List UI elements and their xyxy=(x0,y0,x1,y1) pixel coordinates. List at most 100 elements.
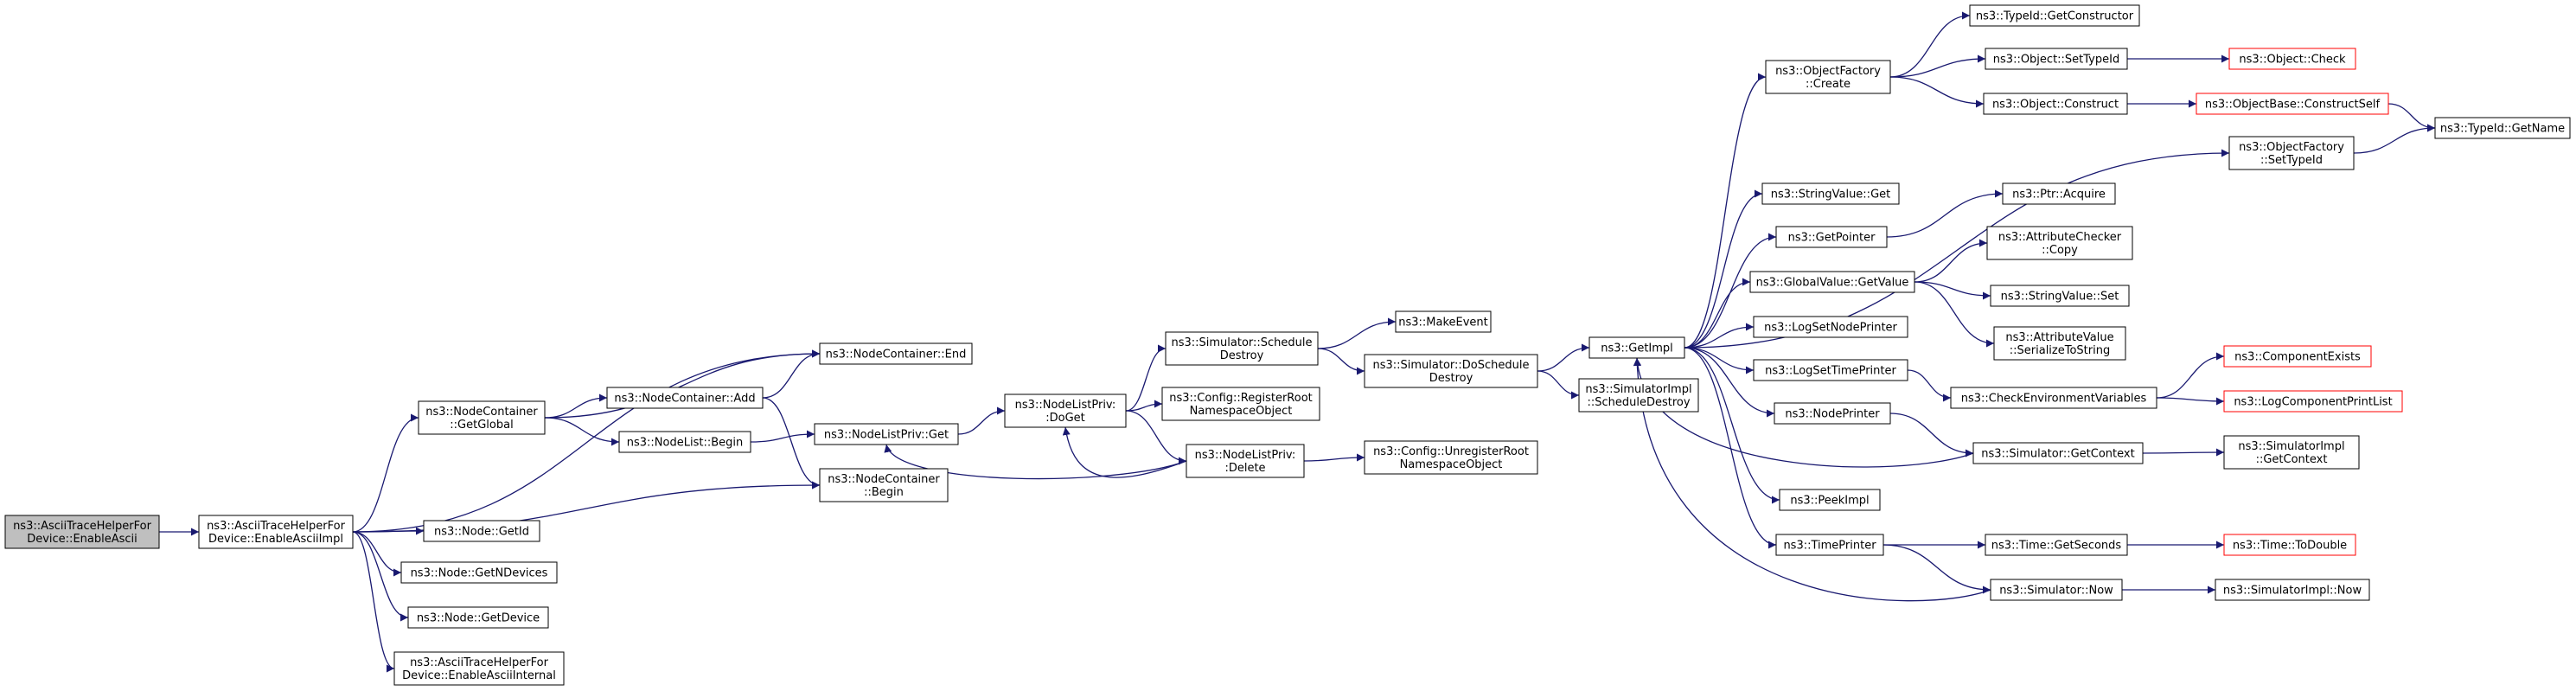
node-root: ns3::AsciiTraceHelperForDevice::EnableAs… xyxy=(4,515,160,549)
edge-getimpl-to-gv-getvalue xyxy=(1684,278,1751,349)
edge-path xyxy=(762,349,821,399)
edge-getimpl-to-log-set-node-printer xyxy=(1684,323,1755,349)
node-nl-begin[interactable]: ns3::NodeList::Begin xyxy=(618,431,751,453)
edge-path xyxy=(762,397,821,489)
node-make-event[interactable]: ns3::MakeEvent xyxy=(1395,310,1492,333)
edge-path xyxy=(544,417,620,446)
node-label: ::SerializeToString xyxy=(2010,344,2110,357)
node-simimpl-schedule-destroy[interactable]: ns3::SimulatorImpl::ScheduleDestroy xyxy=(1578,378,1699,413)
node-label: ns3::Simulator::Now xyxy=(1999,585,2113,598)
node-attr-checker-copy[interactable]: ns3::AttributeChecker::Copy xyxy=(1986,226,2133,260)
edge-path xyxy=(1684,323,1755,349)
node-node-getdevice[interactable]: ns3::Node::GetDevice xyxy=(407,606,549,629)
edge-nlp-delete-to-nlp-get xyxy=(884,444,1187,480)
node-obj-settypeid[interactable]: ns3::Object::SetTypeId xyxy=(1985,48,2128,70)
node-box xyxy=(1588,336,1685,359)
node-typeid-getctor[interactable]: ns3::TypeId::GetConstructor xyxy=(1969,4,2140,27)
node-label: ns3::Node::GetDevice xyxy=(417,612,540,625)
node-simimpl-getcontext[interactable]: ns3::SimulatorImpl::GetContext xyxy=(2223,435,2360,470)
node-node-printer[interactable]: ns3::NodePrinter xyxy=(1774,402,1891,425)
node-typeid-getname[interactable]: ns3::TypeId::GetName xyxy=(2434,117,2571,139)
edge-nc-getglobal-to-nc-add xyxy=(544,393,608,419)
node-nc-getglobal[interactable]: ns3::NodeContainer::GetGlobal xyxy=(418,400,546,435)
node-box xyxy=(1578,378,1699,413)
node-node-getndevices[interactable]: ns3::Node::GetNDevices xyxy=(400,561,558,584)
edge-path xyxy=(352,481,821,533)
node-box xyxy=(1950,387,2157,409)
node-peekimpl[interactable]: ns3::PeekImpl xyxy=(1779,489,1881,511)
node-box xyxy=(2223,345,2372,368)
node-nlp-get[interactable]: ns3::NodeListPriv::Get xyxy=(814,423,959,445)
edge-path xyxy=(1889,76,1985,108)
edge-path xyxy=(1125,344,1167,412)
node-time-todouble[interactable]: ns3::Time::ToDouble xyxy=(2223,534,2356,556)
node-config-unregister[interactable]: ns3::Config::UnregisterRootNamespaceObje… xyxy=(1364,440,1538,475)
node-node-getid[interactable]: ns3::Node::GetId xyxy=(423,520,540,542)
node-simimpl-now[interactable]: ns3::SimulatorImpl::Now xyxy=(2215,579,2370,601)
node-box xyxy=(618,431,751,453)
node-log-set-node-printer[interactable]: ns3::LogSetNodePrinter xyxy=(1753,316,1908,338)
node-sim-now[interactable]: ns3::Simulator::Now xyxy=(1990,579,2123,601)
edge-path xyxy=(884,444,1187,480)
node-label: ns3::CheckEnvironmentVariables xyxy=(1961,393,2147,406)
node-stringvalue-set[interactable]: ns3::StringValue::Set xyxy=(1990,285,2130,307)
node-check-env[interactable]: ns3::CheckEnvironmentVariables xyxy=(1950,387,2157,409)
edge-gv-getvalue-to-stringvalue-set xyxy=(1914,281,1991,300)
node-getpointer[interactable]: ns3::GetPointer xyxy=(1775,226,1888,248)
node-nc-begin[interactable]: ns3::NodeContainer::Begin xyxy=(819,468,949,502)
node-objbase-construct-self[interactable]: ns3::ObjectBase::ConstructSelf xyxy=(2196,93,2389,115)
edge-sim-schedule-destroy-to-make-event xyxy=(1317,317,1397,349)
node-log-component-print-list[interactable]: ns3::LogComponentPrintList xyxy=(2223,390,2403,413)
edge-path xyxy=(1914,281,1991,300)
node-box xyxy=(1753,359,1908,381)
edge-time-printer-to-sim-now xyxy=(1882,544,1991,594)
edge-path xyxy=(1125,410,1187,465)
edge-check-env-to-component-exists xyxy=(2156,352,2225,399)
node-box xyxy=(1779,489,1881,511)
edge-sim-do-schedule-destroy-to-simimpl-schedule-destroy xyxy=(1537,370,1580,400)
node-box xyxy=(1161,387,1320,421)
node-label: ns3::NodeList::Begin xyxy=(627,437,743,450)
node-box xyxy=(2223,534,2356,556)
node-nlp-delete[interactable]: ns3::NodeListPriv::Delete xyxy=(1186,444,1305,478)
node-label: Device::EnableAsciiImpl xyxy=(208,533,343,546)
node-label: ns3::SimulatorImpl xyxy=(1585,383,1691,396)
node-sim-schedule-destroy[interactable]: ns3::Simulator::ScheduleDestroy xyxy=(1165,331,1319,366)
edge-getimpl-to-time-printer xyxy=(1684,347,1777,549)
node-component-exists[interactable]: ns3::ComponentExists xyxy=(2223,345,2372,368)
node-log-set-time-printer[interactable]: ns3::LogSetTimePrinter xyxy=(1753,359,1908,381)
edge-path xyxy=(352,531,395,673)
node-impl[interactable]: ns3::AsciiTraceHelperForDevice::EnableAs… xyxy=(198,515,354,549)
node-label: ns3::LogSetNodePrinter xyxy=(1764,322,1897,335)
node-label: ns3::PeekImpl xyxy=(1790,495,1869,508)
node-gv-getvalue[interactable]: ns3::GlobalValue::GetValue xyxy=(1749,271,1915,293)
node-obj-check[interactable]: ns3::Object::Check xyxy=(2228,48,2356,70)
node-attr-value-serialize[interactable]: ns3::AttributeValue::SerializeToString xyxy=(1993,326,2126,361)
node-getimpl[interactable]: ns3::GetImpl xyxy=(1588,336,1685,359)
node-enable-internal[interactable]: ns3::AsciiTraceHelperForDevice::EnableAs… xyxy=(393,651,565,686)
node-nlp-doget[interactable]: ns3::NodeListPriv::DoGet xyxy=(1004,393,1127,428)
node-sim-getcontext[interactable]: ns3::Simulator::GetContext xyxy=(1972,442,2144,464)
node-box xyxy=(2434,117,2571,139)
node-of-create[interactable]: ns3::ObjectFactory::Create xyxy=(1765,60,1891,94)
node-ptr-acquire[interactable]: ns3::Ptr::Acquire xyxy=(2002,182,2116,205)
node-label: ns3::StringValue::Set xyxy=(2001,291,2119,304)
node-label: ::GetGlobal xyxy=(450,419,513,432)
node-box xyxy=(1186,444,1305,478)
node-nc-end[interactable]: ns3::NodeContainer::End xyxy=(819,342,973,365)
node-time-getseconds[interactable]: ns3::Time::GetSeconds xyxy=(1985,534,2128,556)
edge-getimpl-to-stringvalue-get xyxy=(1684,189,1763,349)
node-nc-add[interactable]: ns3::NodeContainer::Add xyxy=(606,387,764,409)
node-of-settypeid[interactable]: ns3::ObjectFactory::SetTypeId xyxy=(2228,136,2355,170)
node-box xyxy=(198,515,354,549)
node-box xyxy=(2215,579,2370,601)
node-box xyxy=(2228,48,2356,70)
node-time-printer[interactable]: ns3::TimePrinter xyxy=(1775,534,1884,556)
node-label: ns3::Object::Construct xyxy=(1992,99,2119,112)
node-label: ns3::GetImpl xyxy=(1601,342,1673,355)
node-obj-construct[interactable]: ns3::Object::Construct xyxy=(1983,93,2128,115)
node-stringvalue-get[interactable]: ns3::StringValue::Get xyxy=(1761,182,1900,205)
